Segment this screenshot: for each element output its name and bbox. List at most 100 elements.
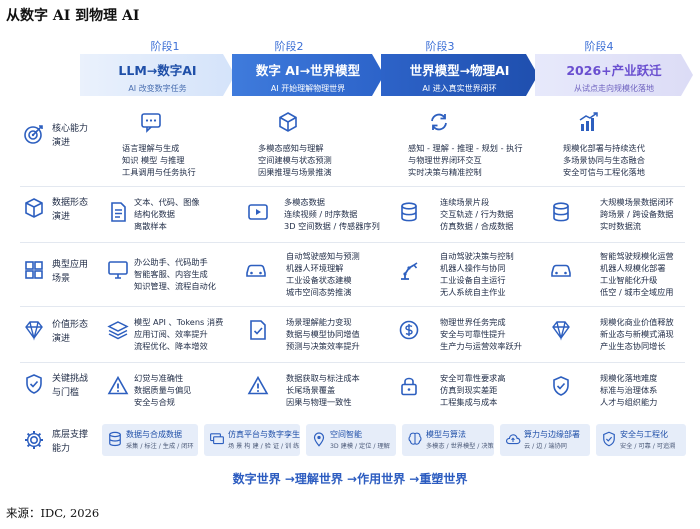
- support-subtitle: 场 景 构 建 / 验 证 / 训 练: [228, 443, 300, 450]
- row-label: 底层支撑能力: [52, 430, 89, 454]
- support-title: 空间智能: [330, 430, 362, 439]
- row-label: 关键挑战与门槛: [52, 374, 89, 398]
- grid-icon: [22, 258, 46, 282]
- cell-text: 自动驾驶决策与控制机器人操作与协同工业设备自主运行无人系统自主作业: [440, 251, 514, 297]
- warning-icon: [106, 374, 130, 398]
- stage-2-arrow: 数字 AI→世界模型 AI 开始理解物理世界: [232, 54, 384, 96]
- support-title: 模型与算法: [426, 430, 466, 439]
- location-pin-icon: [310, 430, 328, 448]
- database-icon: [549, 200, 573, 224]
- divider: [20, 186, 685, 187]
- cell-text: 办公助手、代码助手智能客服、内容生成知识管理、流程自动化: [134, 257, 216, 291]
- support-title: 仿真平台与数字孪生: [228, 430, 300, 439]
- monitor-icon: [106, 258, 130, 282]
- stage-2-subtitle: AI 开始理解物理世界: [270, 84, 346, 93]
- stage-1-title: LLM→数字AI: [118, 63, 197, 78]
- support-spatial: 空间智能 3D 建模 / 定位 / 理解: [306, 424, 396, 456]
- car-icon: [244, 258, 268, 282]
- shield-check-icon: [549, 374, 573, 398]
- cell-text: 语言理解与生成知识 模型 与推理工具调用与任务执行: [122, 143, 196, 177]
- diamond-icon: [549, 318, 573, 342]
- stage-3-subtitle: AI 进入真实世界闭环: [422, 84, 497, 93]
- cell-text: 大规模场景数据闭环跨场景 / 跨设备数据实时数据流: [600, 197, 674, 231]
- stage-1-arrow: LLM→数字AI AI 改变数字任务: [80, 54, 235, 96]
- support-compute: 算力与边缘部署 云 / 边 / 端协同: [500, 424, 590, 456]
- cell-text: 场景理解能力变现数据与模型协同增值预测与决策效率提升: [286, 317, 360, 351]
- video-icon: [246, 200, 270, 224]
- slogan: 数字世界 →理解世界 →作用世界 →重塑世界: [232, 472, 468, 486]
- cell-text: 自动驾驶感知与预测机器人环境理解工业设备状态建模城市空间态势推演: [286, 251, 360, 297]
- cell-text: 规模化部署与持续迭代多场景协同与生态融合安全可信与工程化落地: [563, 143, 645, 177]
- support-simulation: 仿真平台与数字孪生 场 景 构 建 / 验 证 / 训 练: [204, 424, 300, 456]
- row-application: 典型应用场景 办公助手、代码助手智能客服、内容生成知识管理、流程自动化 自动驾驶…: [0, 248, 700, 300]
- support-subtitle: 多模态 / 世界模型 / 决策: [426, 443, 494, 450]
- cell-text: 多模态感知与理解空间建模与状态预测因果推理与场景推演: [258, 143, 332, 177]
- cell-text: 模型 API 、Tokens 消费应用订阅、效率提升流程优化、降本增效: [134, 317, 224, 351]
- shield-check-icon: [22, 372, 46, 396]
- support-title: 算力与边缘部署: [524, 430, 580, 439]
- stage-1-label: 阶段1: [150, 40, 180, 53]
- stage-4-label: 阶段4: [584, 40, 614, 53]
- row-data-form: 数据形态演进 文本、代码、图像结构化数据离散样本 多模态数据连续视频 / 时序数…: [0, 192, 700, 240]
- cell-text: 物理世界任务完成安全与可靠性提升生产力与运营效率跃升: [440, 317, 522, 351]
- chat-icon: [139, 110, 163, 134]
- support-subtitle: 3D 建模 / 定位 / 理解: [330, 443, 390, 450]
- support-subtitle: 云 / 边 / 端协同: [524, 443, 567, 450]
- support-security: 安全与工程化 安全 / 可靠 / 可追溯: [596, 424, 686, 456]
- target-icon: [22, 122, 46, 146]
- support-data-synthetic: 数据与合成数据 采集 / 标注 / 生成 / 闭环: [102, 424, 198, 456]
- support-subtitle: 采集 / 标注 / 生成 / 闭环: [126, 443, 194, 450]
- layers-icon: [208, 430, 226, 448]
- stage-1-subtitle: AI 改变数字任务: [128, 84, 187, 93]
- stage-4-title: 2026+产业跃迁: [566, 63, 662, 78]
- divider: [20, 242, 685, 243]
- stage-2-title: 数字 AI→世界模型: [255, 63, 361, 78]
- document-icon: [106, 200, 130, 224]
- warning-icon: [246, 374, 270, 398]
- cell-text: 安全可靠性要求高仿真到现实差距工程集成与成本: [440, 373, 506, 407]
- divider: [20, 306, 685, 307]
- database-icon: [106, 430, 124, 448]
- row-label: 典型应用场景: [52, 260, 89, 284]
- row-label: 核心能力演进: [52, 124, 89, 148]
- stage-4-arrow: 2026+产业跃迁 从试点走向规模化落地: [535, 54, 693, 96]
- brain-icon: [406, 430, 424, 448]
- robot-arm-icon: [397, 258, 421, 282]
- support-title: 数据与合成数据: [126, 430, 182, 439]
- verified-doc-icon: [246, 318, 270, 342]
- stage-4-subtitle: 从试点走向规模化落地: [574, 84, 654, 93]
- cell-text: 连续场景片段交互轨迹 / 行为数据仿真数据 / 合成数据: [440, 197, 514, 231]
- source-note: 来源：IDC, 2026: [6, 506, 100, 520]
- lock-icon: [397, 374, 421, 398]
- car-icon: [549, 258, 573, 282]
- row-challenges: 关键挑战与门槛 幻觉与准确性数据质量与偏见安全与合规 数据获取与标注成本长尾场景…: [0, 368, 700, 416]
- stage-2-label: 阶段2: [274, 40, 304, 53]
- cell-text: 智能驾驶规模化运营机器人规模化部署工业智能化升级低空 / 城市全域应用: [600, 251, 674, 297]
- support-subtitle: 安全 / 可靠 / 可追溯: [620, 443, 676, 450]
- cell-text: 规模化落地难度标准与治理体系人才与组织能力: [600, 373, 658, 407]
- growth-chart-icon: [577, 110, 601, 134]
- row-label: 数据形态演进: [52, 198, 89, 222]
- support-title: 安全与工程化: [620, 430, 668, 439]
- cell-text: 数据获取与标注成本长尾场景覆盖因果与物理一致性: [286, 373, 360, 407]
- page-title: 从数字 AI 到物理 AI: [6, 8, 140, 24]
- divider: [20, 362, 685, 363]
- shield-check-icon: [600, 430, 618, 448]
- stage-3-label: 阶段3: [425, 40, 455, 53]
- cycle-icon: [427, 110, 451, 134]
- cell-text: 规模化商业价值释放新业态与新模式涌现产业生态协同增长: [600, 317, 674, 351]
- gear-icon: [22, 428, 46, 452]
- coin-icon: [397, 318, 421, 342]
- box-icon: [22, 196, 46, 220]
- stack-icon: [106, 318, 130, 342]
- cell-text: 文本、代码、图像结构化数据离散样本: [134, 197, 200, 231]
- stage-3-arrow: 世界模型→物理AI AI 进入真实世界闭环: [381, 54, 538, 96]
- cloud-upload-icon: [504, 430, 522, 448]
- support-models: 模型与算法 多模态 / 世界模型 / 决策: [402, 424, 494, 456]
- row-core-capability: 核心能力演进 语言理解与生成知识 模型 与推理工具调用与任务执行 多模态感知与理…: [0, 108, 700, 184]
- diamond-icon: [22, 318, 46, 342]
- cube-icon: [276, 110, 300, 134]
- database-icon: [397, 200, 421, 224]
- row-value-form: 价值形态演进 模型 API 、Tokens 消费应用订阅、效率提升流程优化、降本…: [0, 312, 700, 360]
